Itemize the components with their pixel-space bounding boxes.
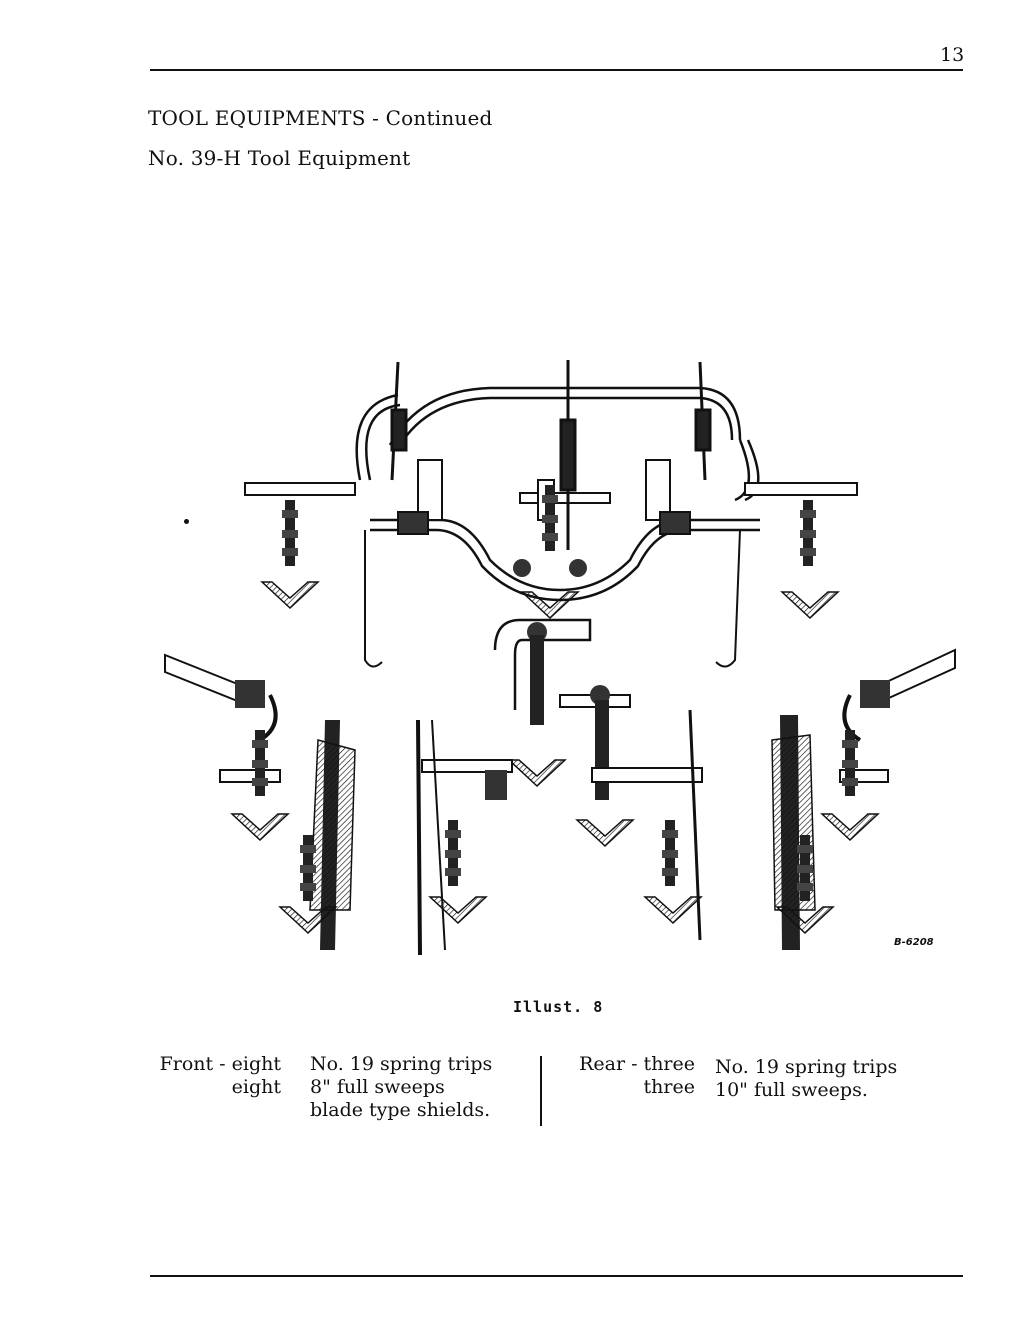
lower-left-gang xyxy=(164,653,356,950)
bottom-rule xyxy=(150,1275,963,1277)
tool-equipment-illustration xyxy=(160,350,960,962)
rear-items: No. 19 spring trips 10" full sweeps. xyxy=(715,1056,897,1102)
lower-center-right-gang xyxy=(559,685,703,941)
rear-item-line: 10" full sweeps. xyxy=(715,1079,868,1101)
top-rule xyxy=(150,69,963,71)
page-number: 13 xyxy=(940,44,965,66)
rear-label: Rear - three three xyxy=(563,1053,695,1099)
lower-right-gang xyxy=(771,648,956,950)
front-items: No. 19 spring trips 8" full sweeps blade… xyxy=(310,1053,492,1122)
rear-item-line: No. 19 spring trips xyxy=(715,1056,898,1078)
rear-label-line: three xyxy=(643,1076,695,1098)
front-label-line: Front - eight xyxy=(159,1053,281,1075)
cross-bar xyxy=(244,482,858,504)
figure-caption: Illust. 8 xyxy=(513,998,604,1016)
lower-center-left-gang xyxy=(416,618,592,956)
rear-label-line: Rear - three xyxy=(579,1053,695,1075)
top-adjusting-rods xyxy=(390,360,712,550)
front-label: Front - eight eight xyxy=(146,1053,281,1099)
cultivator-drawing xyxy=(164,360,956,956)
front-item-line: No. 19 spring trips xyxy=(310,1053,493,1075)
equipment-title: No. 39-H Tool Equipment xyxy=(148,146,411,170)
front-label-line: eight xyxy=(231,1076,281,1098)
figure-code: B-6208 xyxy=(894,937,934,948)
main-frame-arch xyxy=(355,386,760,502)
hanging-rods xyxy=(364,529,741,668)
front-item-line: 8" full sweeps xyxy=(310,1076,445,1098)
upper-shanks xyxy=(261,485,839,619)
speck xyxy=(184,519,189,524)
section-heading: TOOL EQUIPMENTS - Continued xyxy=(148,106,493,130)
spec-divider xyxy=(540,1056,542,1126)
front-item-line: blade type shields. xyxy=(310,1099,491,1121)
